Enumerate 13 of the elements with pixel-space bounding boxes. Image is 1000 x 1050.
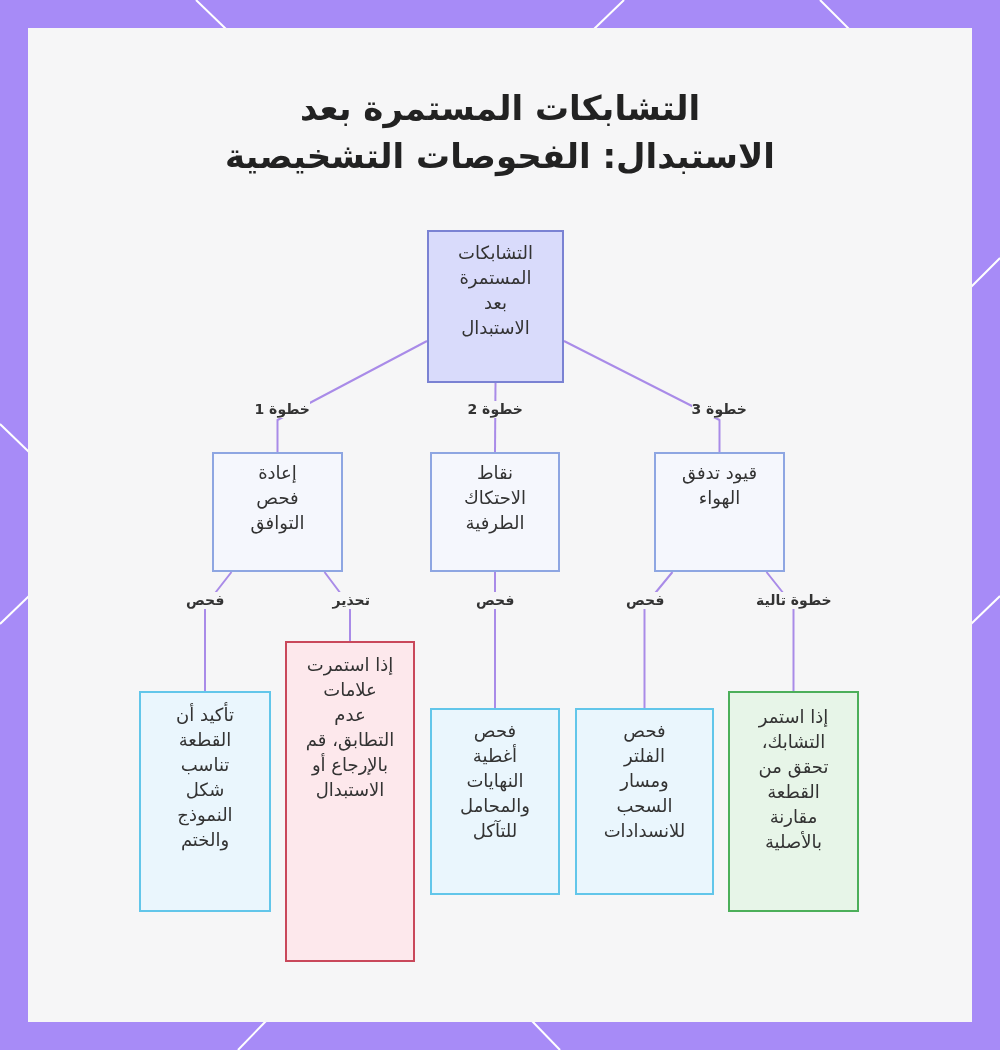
- action-box: فحص أغطية النهايات والمحامل للتآكل: [430, 708, 560, 895]
- connector-line: [494, 571, 496, 709]
- title: التشابكات المستمرة بعد الاستبدال: الفحوصات التشخيصية: [224, 87, 776, 179]
- action-box: فحص الفلتر ومسار السحب للانسدادات: [575, 708, 714, 895]
- action-box: تأكيد أن القطعة تناسب شكل النموذج والختم: [139, 691, 271, 912]
- step-box: نقاط الاحتكاك الطرفية: [430, 452, 560, 572]
- step-box: قيود تدفق الهواء: [654, 452, 785, 572]
- connector-line: [643, 571, 674, 709]
- warning-box: إذا استمرت علامات عدم التطابق، قم بالإرجاع أو الاستبدال: [285, 641, 415, 962]
- topic-box: التشابكات المستمرة بعد الاستبدال: [427, 230, 564, 383]
- next-step-box: إذا استمر التشابك، تحقق من القطعة مقارنة بالأصلية: [728, 691, 859, 912]
- step-box: إعادة فحص التوافق: [212, 452, 343, 572]
- connector-line: [563, 340, 721, 453]
